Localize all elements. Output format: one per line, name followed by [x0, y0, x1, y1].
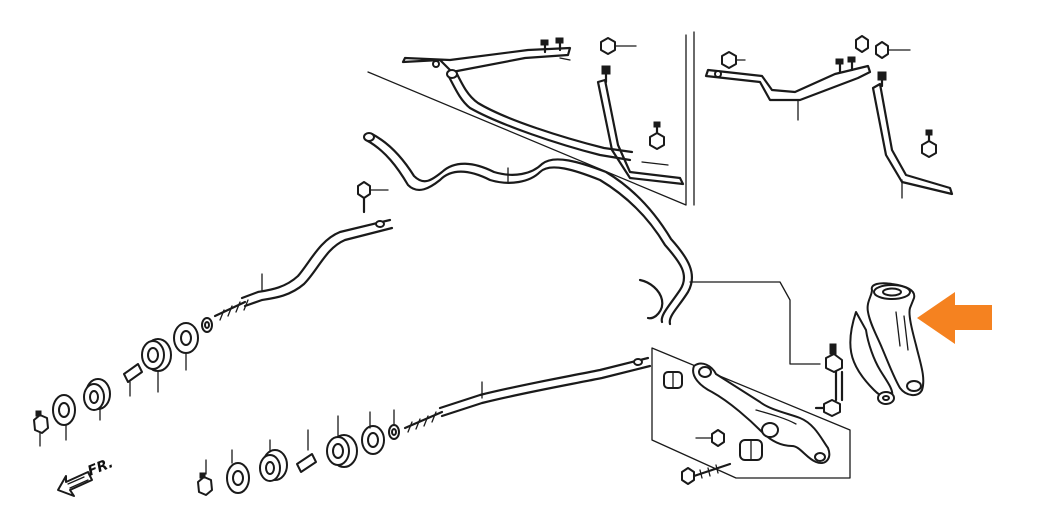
mounting-bracket-left — [401, 37, 572, 74]
mounting-bracket-right — [704, 56, 872, 121]
bolt-icon — [681, 429, 732, 485]
nut-icon — [855, 35, 911, 59]
stabilizer-bar-upper — [446, 69, 634, 162]
inset-frame-center — [367, 34, 687, 206]
arrow-left-icon — [917, 292, 992, 344]
inset-frame-lower-arm — [651, 347, 851, 479]
stabilizer-end-link — [814, 343, 844, 417]
stabilizer-link-upper — [596, 65, 685, 186]
bushing-icon — [663, 371, 763, 461]
nut-icon — [600, 37, 637, 55]
radius-rod-lower — [403, 356, 652, 433]
bolt-icon — [357, 181, 389, 214]
bushing-stack-left — [33, 317, 213, 447]
steering-knuckle — [849, 282, 925, 405]
radius-rod-left — [213, 218, 394, 321]
lower-control-arm — [692, 362, 831, 464]
bushing-stack-lower — [197, 409, 400, 496]
nut-icon — [721, 51, 746, 69]
direction-label: FR. — [86, 455, 116, 480]
front-direction-arrow-icon — [57, 471, 93, 497]
stabilizer-link-right — [871, 71, 954, 199]
stabilizer-bar — [363, 132, 821, 365]
